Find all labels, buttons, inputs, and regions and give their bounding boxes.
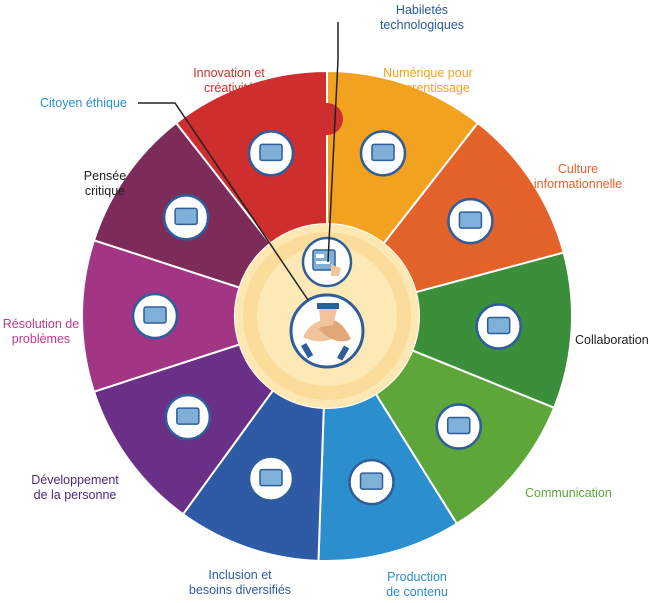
hands-together-icon <box>289 293 365 369</box>
label-numerique-apprentissage: Numérique pour l'apprentissage <box>383 66 473 96</box>
computer-screens-icon <box>359 130 407 177</box>
leader-line-habiletes <box>327 22 339 263</box>
label-developpement-line2: de la personne <box>33 488 117 502</box>
label-resolution-line2: problèmes <box>11 332 71 346</box>
brain-question-icon <box>162 194 210 241</box>
label-innovation-line2: créativité <box>203 81 255 95</box>
label-innovation-creativite: Innovation et créativité <box>193 66 265 96</box>
document-search-icon <box>447 197 494 245</box>
people-network-icon <box>475 303 522 350</box>
leader-line-citoyen <box>138 102 309 301</box>
label-communication-line1: Communication <box>525 486 612 500</box>
lightbulb-icon <box>247 130 295 177</box>
label-culture-informationnelle: Culture informationnelle <box>534 162 622 192</box>
label-production-line2: de contenu <box>386 585 448 599</box>
label-citoyen-ethique: Citoyen éthique <box>40 96 127 111</box>
icons-layer <box>131 130 522 506</box>
label-production-contenu: Production de contenu <box>386 570 448 600</box>
network-computers-icon <box>164 393 212 441</box>
label-collaboration: Collaboration <box>575 333 649 348</box>
center-layer <box>235 224 419 408</box>
label-pensee-critique: Pensée critique <box>84 169 126 199</box>
label-inclusion-line2: besoins diversifiés <box>188 583 292 597</box>
chat-bubbles-icon <box>435 403 483 450</box>
video-player-icon <box>348 458 395 506</box>
label-culture-line1: Culture <box>557 162 599 176</box>
label-citoyen-line1: Citoyen éthique <box>40 96 127 110</box>
label-communication: Communication <box>525 486 612 501</box>
puzzle-knob-innovation_creativite <box>311 103 343 135</box>
label-culture-line2: informationnelle <box>533 177 623 191</box>
label-innovation-line1: Innovation et <box>193 66 265 80</box>
segments-layer <box>81 69 573 562</box>
label-developpement-line1: Développement <box>31 473 119 487</box>
leader-lines <box>138 22 339 301</box>
target-icon <box>131 292 179 340</box>
label-habiletes-line1: Habiletés <box>395 3 449 17</box>
label-habiletes-line2: technologiques <box>379 18 465 32</box>
label-resolution-line1: Résolution de <box>2 317 80 331</box>
cycle-arrows-icon <box>247 455 295 502</box>
label-inclusion-line1: Inclusion et <box>208 568 272 582</box>
label-production-line1: Production <box>387 570 447 584</box>
label-pensee-line2: critique <box>84 184 126 198</box>
label-habiletes-technologiques: Habiletés technologiques <box>380 3 464 33</box>
label-pensee-line1: Pensée <box>83 169 127 183</box>
label-resolution-problemes: Résolution de problèmes <box>3 317 79 347</box>
label-collaboration-line1: Collaboration <box>575 333 649 347</box>
label-developpement-personne: Développement de la personne <box>31 473 119 503</box>
label-numerique-line1: Numérique pour <box>383 66 473 80</box>
label-inclusion: Inclusion et besoins diversifiés <box>189 568 291 598</box>
label-numerique-line2: l'apprentissage <box>386 81 470 95</box>
touchscreen-icon <box>301 236 353 288</box>
